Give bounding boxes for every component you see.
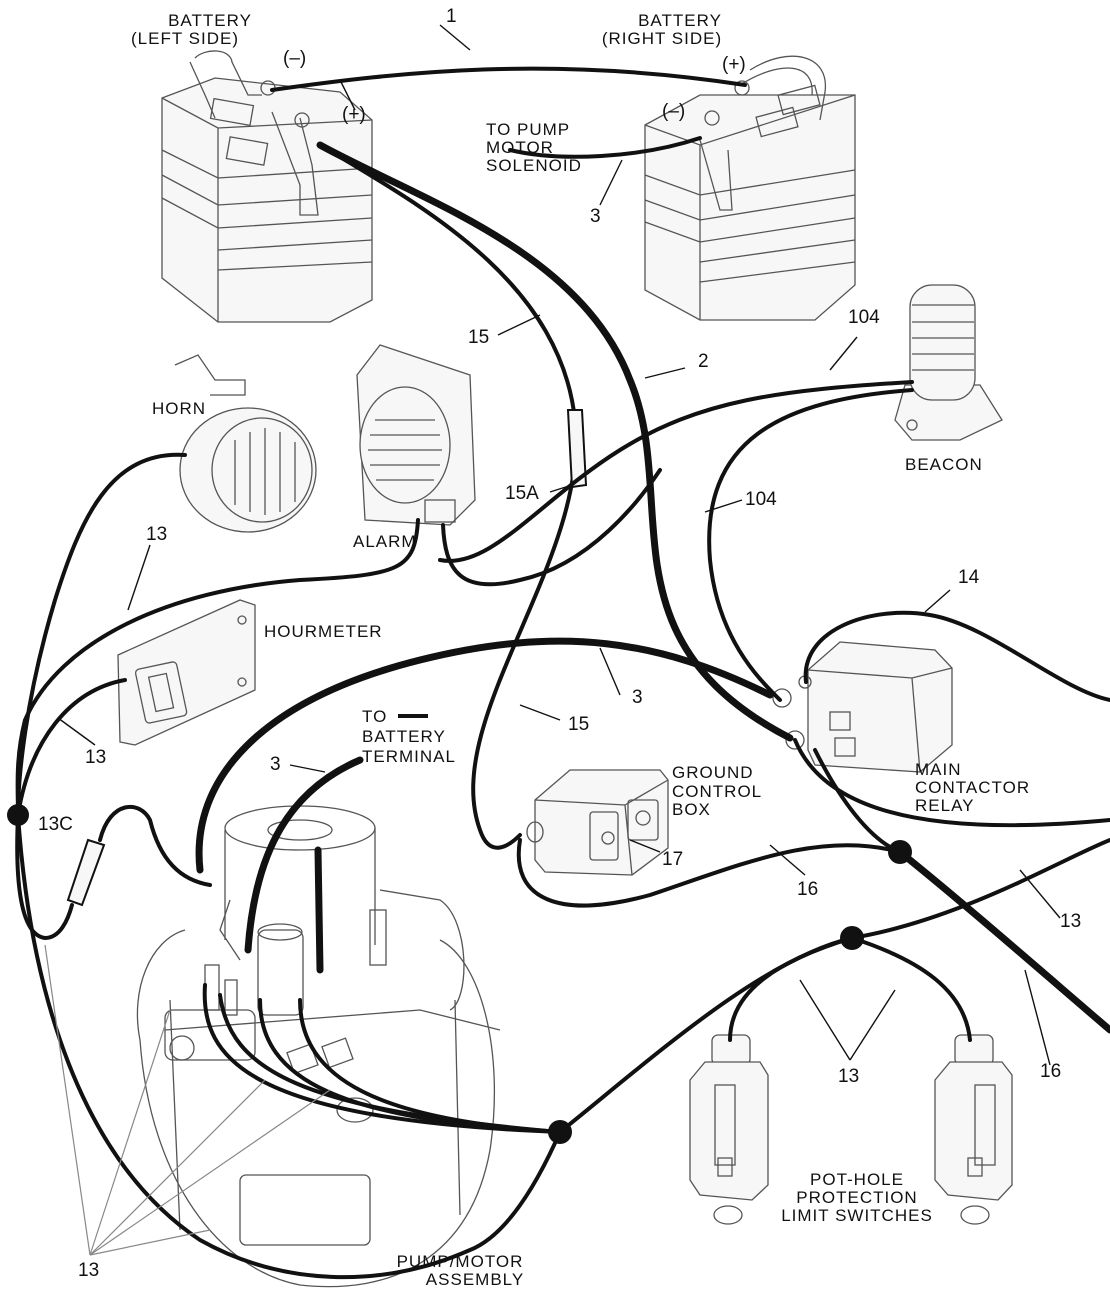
callout-16-mid: 16 (797, 879, 818, 900)
to-battery-terminal-label-3: TERMINAL (362, 747, 456, 766)
callout-13c: 13C (38, 814, 73, 835)
callout-13-limit: 13 (838, 1066, 859, 1087)
leader-lines (44, 24, 1061, 1256)
to-battery-terminal-label-2: BATTERY (362, 727, 446, 746)
main-contactor-label-3: RELAY (915, 796, 975, 815)
pump-motor-assembly (136, 805, 501, 1288)
labels: BATTERY (LEFT SIDE) BATTERY (RIGHT SIDE)… (131, 11, 1030, 1289)
horn (174, 354, 317, 533)
callout-3-pump: 3 (270, 754, 281, 775)
hourmeter-label: HOURMETER (264, 622, 383, 641)
callout-15: 15 (468, 327, 489, 348)
callout-2: 2 (698, 351, 709, 372)
ground-control-label-1: GROUND (672, 763, 754, 782)
pos-right-terminal-label: (+) (722, 54, 746, 75)
pump-motor-label-1: PUMP/MOTOR (397, 1252, 524, 1271)
pot-hole-label-3: LIMIT SWITCHES (781, 1206, 933, 1225)
battery-right-label-2: (RIGHT SIDE) (602, 29, 722, 48)
callout-17: 17 (662, 849, 683, 870)
alarm-label: ALARM (353, 532, 417, 551)
callout-3-mid: 3 (632, 687, 643, 708)
neg-right-terminal-label: (–) (662, 101, 685, 122)
callout-16-right: 16 (1040, 1061, 1061, 1082)
callout-3-top: 3 (590, 206, 601, 227)
alarm (356, 344, 476, 526)
callout-15-mid: 15 (568, 714, 589, 735)
ground-control-label-2: CONTROL (672, 782, 762, 801)
callout-104-top: 104 (848, 307, 880, 328)
main-contactor-relay (772, 641, 953, 773)
callout-13-right: 13 (1060, 911, 1081, 932)
callout-13-hourmeter: 13 (85, 747, 106, 768)
pos-left-terminal-label: (+) (342, 104, 366, 125)
callout-1: 1 (446, 6, 457, 27)
battery-left-label-1: BATTERY (168, 11, 252, 30)
battery-left (161, 50, 373, 323)
battery-right-label-1: BATTERY (638, 11, 722, 30)
neg-left-terminal-label: (–) (283, 48, 306, 69)
callout-15a: 15A (505, 483, 539, 504)
callout-13-horn: 13 (146, 524, 167, 545)
pump-motor-label-2: ASSEMBLY (426, 1270, 524, 1289)
hourmeter (117, 599, 256, 746)
ground-control-box (526, 769, 669, 876)
callout-13-bottom: 13 (78, 1260, 99, 1281)
callout-14: 14 (958, 567, 980, 588)
to-pump-label-2: MOTOR (486, 138, 554, 157)
battery-right (644, 55, 856, 321)
to-pump-label-3: SOLENOID (486, 156, 582, 175)
beacon-label: BEACON (905, 455, 983, 474)
battery-left-label-2: (LEFT SIDE) (131, 29, 239, 48)
callout-104-mid: 104 (745, 489, 777, 510)
to-pump-label-1: TO PUMP (486, 120, 570, 139)
limit-switch-right (934, 1034, 1013, 1225)
main-contactor-label-1: MAIN (915, 760, 962, 779)
main-contactor-label-2: CONTACTOR (915, 778, 1030, 797)
callouts: 1 3 2 15 15A 104 104 14 3 15 3 13 13 13C… (38, 6, 1081, 1281)
pot-hole-label-1: POT-HOLE (810, 1170, 904, 1189)
pot-hole-label-2: PROTECTION (796, 1188, 917, 1207)
wires (7, 66, 1110, 1280)
limit-switch-left (689, 1034, 769, 1225)
ground-control-label-3: BOX (672, 800, 711, 819)
beacon (894, 284, 1003, 441)
horn-label: HORN (152, 399, 206, 418)
to-battery-terminal-label-1: TO (362, 707, 387, 726)
